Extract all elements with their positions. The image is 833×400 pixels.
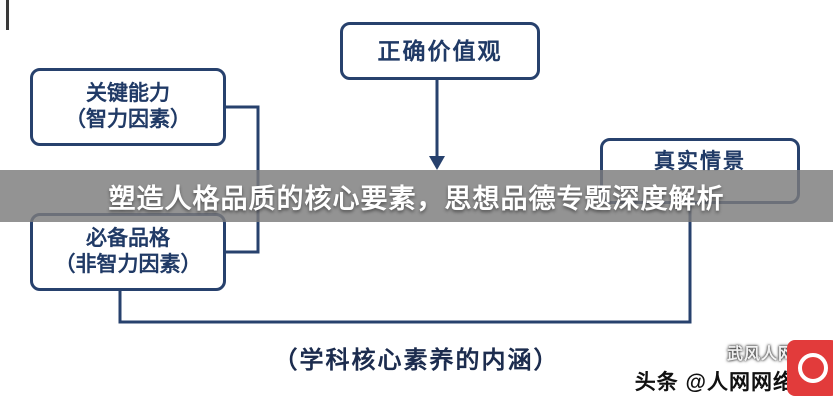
- scan-artifact-line: [6, 0, 9, 30]
- node-label-line2: （非智力因素）: [54, 253, 202, 276]
- bottom-connector: [118, 205, 692, 324]
- watermark: 武风人网 头条 @人网网络: [634, 340, 833, 396]
- diagram-caption: （学科核心素养的内涵）: [273, 347, 560, 374]
- arrow-head-icon: [429, 156, 445, 170]
- node-correct-values: 正确价值观: [340, 22, 540, 80]
- watermark-logo-icon: [798, 353, 828, 383]
- watermark-logo: [787, 340, 833, 396]
- watermark-brand: 武风人网: [726, 346, 795, 363]
- watermark-handle: 头条 @人网网络: [634, 371, 795, 394]
- headline-text: 塑造人格品质的核心要素，思想品德专题深度解析: [108, 183, 725, 214]
- node-label: 真实情景: [654, 150, 746, 173]
- node-essential-character: 必备品格 （非智力因素）: [30, 213, 226, 291]
- node-label-line1: 关键能力: [86, 81, 170, 105]
- node-label: 正确价值观: [377, 37, 503, 64]
- headline-banner: 塑造人格品质的核心要素，思想品德专题深度解析: [0, 170, 833, 222]
- node-key-abilities: 关键能力 （智力因素）: [30, 68, 226, 146]
- node-label-line2: （智力因素）: [65, 108, 191, 131]
- node-label-line1: 必备品格: [86, 226, 170, 250]
